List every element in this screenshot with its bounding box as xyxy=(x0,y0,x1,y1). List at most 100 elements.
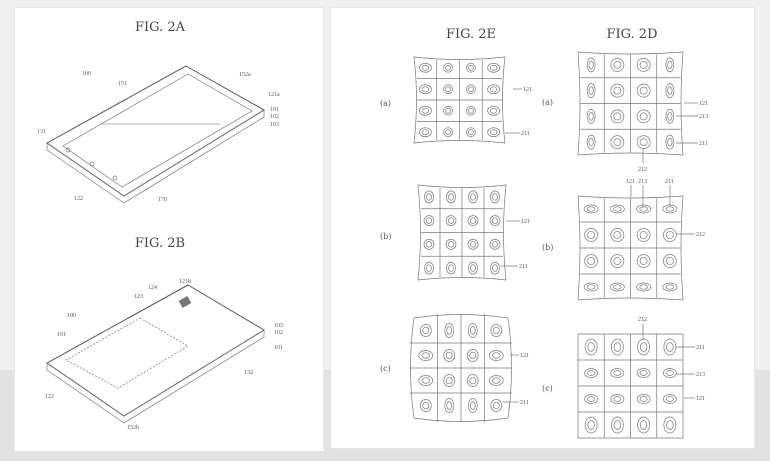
lens-outer xyxy=(583,282,599,292)
lens-inner xyxy=(666,342,674,352)
lens-inner xyxy=(639,396,648,402)
lens-outer xyxy=(424,261,434,275)
lens-inner xyxy=(468,64,474,71)
label-101: 101 xyxy=(270,107,279,113)
lens-outer xyxy=(586,134,596,150)
lens-outer xyxy=(663,394,677,404)
lens-inner xyxy=(469,376,477,385)
lens-inner xyxy=(639,231,648,239)
lens-outer xyxy=(584,416,598,434)
lens-inner xyxy=(489,107,498,114)
lens-inner xyxy=(586,206,596,212)
lens-outer xyxy=(584,228,598,242)
label-103: 103 xyxy=(270,122,279,128)
lens-outer xyxy=(610,83,625,98)
lens-outer xyxy=(487,84,500,95)
lens-inner xyxy=(425,241,433,248)
tag-c: (c) xyxy=(542,384,553,393)
lens-outer xyxy=(489,239,501,250)
lens-outer xyxy=(443,62,453,73)
lens-inner xyxy=(447,217,455,224)
lens-outer xyxy=(443,127,453,138)
lens-inner xyxy=(613,396,622,402)
lens-outer xyxy=(443,84,453,95)
fig-2a-title: FIG. 2A xyxy=(135,20,186,35)
lens-inner xyxy=(492,193,498,201)
lens-inner xyxy=(425,217,433,224)
lens-inner xyxy=(469,217,477,224)
lens-outer xyxy=(467,398,478,413)
label-121b: 121b xyxy=(179,279,191,285)
lens-inner xyxy=(667,112,673,121)
lens-outer xyxy=(424,190,434,204)
lens-inner xyxy=(613,231,622,239)
lens-outer xyxy=(490,399,503,412)
lens-outer xyxy=(467,215,479,226)
lens-outer xyxy=(610,204,625,214)
lens-outer xyxy=(490,190,500,204)
lens-inner xyxy=(421,129,430,136)
grid-2e-c xyxy=(409,313,513,423)
lens-inner xyxy=(470,193,476,201)
label-123: 123 xyxy=(134,294,143,300)
fig-2e: FIG. 2E (a) (b) (c) 121 211 121 211 121 … xyxy=(380,27,532,423)
grid-outline xyxy=(577,333,684,439)
label-213: 213 xyxy=(696,372,705,378)
lens-inner xyxy=(446,401,453,410)
lens-inner xyxy=(445,376,453,385)
grid-2d-c xyxy=(577,333,684,439)
lens-outer xyxy=(466,349,479,362)
lens-inner xyxy=(426,264,432,272)
lens-inner xyxy=(448,193,454,201)
lens-inner xyxy=(665,370,674,376)
lens-outer xyxy=(446,190,456,204)
lens-outer xyxy=(586,109,596,124)
lens-inner xyxy=(666,420,674,430)
lens-inner xyxy=(587,420,595,430)
label-151: 151 xyxy=(118,81,127,87)
phone-back-drawing xyxy=(46,284,265,424)
lens-inner xyxy=(421,352,430,359)
lens-inner xyxy=(492,377,501,384)
lens-inner xyxy=(639,284,648,290)
label-122: 122 xyxy=(45,394,54,400)
lens-inner xyxy=(489,129,498,136)
lens-inner xyxy=(613,342,622,352)
lens-inner xyxy=(665,284,675,290)
lens-inner xyxy=(447,241,455,248)
lens-inner xyxy=(421,107,430,114)
lens-inner xyxy=(587,396,596,402)
lens-inner xyxy=(421,377,430,384)
lens-inner xyxy=(667,86,673,95)
fig-2d: FIG. 2D (a) (b) (c) 121 213 211 212 121 … xyxy=(542,27,708,439)
lens-outer xyxy=(665,134,675,150)
lens-outer xyxy=(489,215,501,226)
label-100: 100 xyxy=(82,71,91,77)
lens-inner xyxy=(667,137,673,147)
label-103: 103 xyxy=(274,323,283,329)
lens-inner xyxy=(613,206,622,212)
lens-inner xyxy=(588,60,594,70)
lens-outer xyxy=(466,105,476,116)
lens-inner xyxy=(468,107,474,114)
phone-front-drawing xyxy=(46,65,265,204)
label-211: 211 xyxy=(521,131,530,137)
lens-inner xyxy=(639,138,648,147)
lens-outer xyxy=(662,282,678,292)
label-152b: 152b xyxy=(127,425,139,431)
lens-outer xyxy=(443,105,453,116)
lens-outer xyxy=(610,228,625,242)
label-211: 211 xyxy=(696,345,705,351)
lens-outer xyxy=(419,84,432,95)
lens-outer xyxy=(610,368,625,378)
lens-inner xyxy=(586,284,596,290)
fig-2b-title: FIG. 2B xyxy=(135,236,185,251)
lens-outer xyxy=(419,62,432,73)
lens-inner xyxy=(421,86,430,93)
lens-outer xyxy=(610,394,625,404)
lens-outer xyxy=(488,375,504,386)
lens-outer xyxy=(665,57,675,73)
lens-outer xyxy=(636,58,651,72)
lens-inner xyxy=(613,370,622,376)
